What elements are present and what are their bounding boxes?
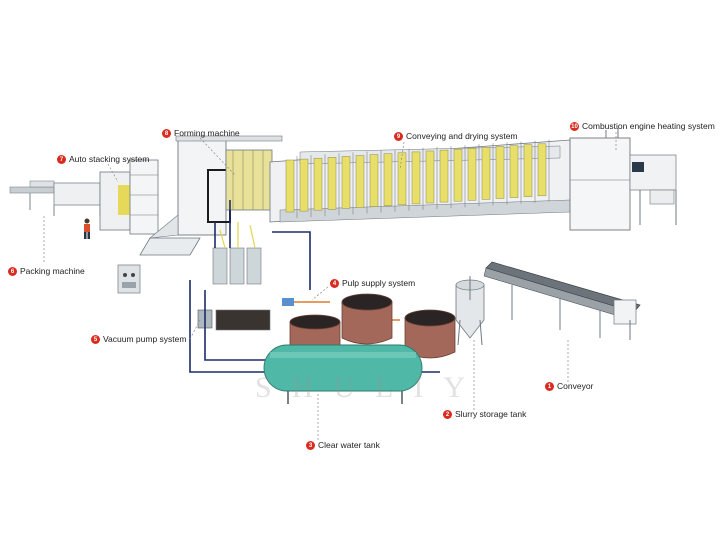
callout-number: 8 xyxy=(162,129,171,138)
dryer-rack xyxy=(383,153,393,206)
dryer-rack xyxy=(425,150,435,204)
dryer-rack xyxy=(537,143,547,197)
dryer-rack xyxy=(299,158,309,212)
dryer-rack xyxy=(313,157,323,211)
callout-packing-machine: 6 Packing machine xyxy=(8,267,85,276)
callout-number: 10 xyxy=(570,122,579,131)
callout-text: Forming machine xyxy=(174,128,240,139)
callout-pulp-supply-system: 4 Pulp supply system xyxy=(330,279,415,288)
dryer-rack xyxy=(355,155,365,208)
dryer-rack xyxy=(481,147,491,200)
callout-text: Slurry storage tank xyxy=(455,409,527,420)
dryer-rack xyxy=(509,145,519,198)
callout-text: Pulp supply system xyxy=(342,278,416,289)
watermark: SHULIY xyxy=(255,371,485,404)
callout-text: Clear water tank xyxy=(318,440,380,451)
callout-text: Conveying and drying system xyxy=(406,131,518,142)
vacuum-pump-system xyxy=(197,247,294,331)
signal-lines xyxy=(219,222,256,249)
callout-text: Combustion engine heating system xyxy=(582,121,715,132)
water-pipes xyxy=(189,200,440,373)
auto-stacking-system xyxy=(99,159,159,235)
callout-number: 9 xyxy=(394,132,403,141)
callout-number: 2 xyxy=(443,410,452,419)
callout-vacuum-pump-system: 5 Vacuum pump system xyxy=(91,335,186,344)
dryer-rack xyxy=(495,146,505,199)
leader-lines xyxy=(43,132,617,440)
forming-machine xyxy=(139,135,283,256)
callout-conveying-drying-system: 9 Conveying and drying system xyxy=(394,132,518,141)
worker-figure xyxy=(84,218,90,239)
slurry-storage-tank xyxy=(455,276,485,346)
conveyor xyxy=(483,261,641,340)
callout-number: 3 xyxy=(306,441,315,450)
dryer-rack xyxy=(523,144,533,197)
dryer-rack xyxy=(285,159,295,213)
dryer-rack xyxy=(369,154,379,207)
callout-number: 1 xyxy=(545,382,554,391)
dryer-rack xyxy=(341,156,351,209)
dryer-rack xyxy=(411,151,421,205)
dryer-rack xyxy=(439,149,449,203)
dryer-racks xyxy=(285,139,550,218)
callout-number: 5 xyxy=(91,335,100,344)
callout-number: 6 xyxy=(8,267,17,276)
callout-conveyor: 1 Conveyor xyxy=(545,382,593,391)
callout-clear-water-tank: 3 Clear water tank xyxy=(306,441,380,450)
callout-slurry-storage-tank: 2 Slurry storage tank xyxy=(443,410,526,419)
callout-text: Packing machine xyxy=(20,266,85,277)
callout-text: Auto stacking system xyxy=(69,154,150,165)
dryer-rack xyxy=(467,148,477,201)
callout-number: 7 xyxy=(57,155,66,164)
combustion-heating-system xyxy=(569,128,677,231)
callout-combustion-heating-system: 10 Combustion engine heating system xyxy=(570,122,715,131)
dryer-rack xyxy=(327,157,337,210)
control-cabinet xyxy=(117,264,141,294)
callout-text: Conveyor xyxy=(557,381,594,392)
clear-water-tank xyxy=(263,344,423,404)
callout-number: 4 xyxy=(330,279,339,288)
callout-forming-machine: 8 Forming machine xyxy=(162,129,240,138)
dryer-rack xyxy=(397,152,407,206)
packing-machine xyxy=(9,180,101,216)
callout-text: Vacuum pump system xyxy=(103,334,187,345)
dryer-rack xyxy=(453,148,463,202)
callout-auto-stacking-system: 7 Auto stacking system xyxy=(57,155,149,164)
